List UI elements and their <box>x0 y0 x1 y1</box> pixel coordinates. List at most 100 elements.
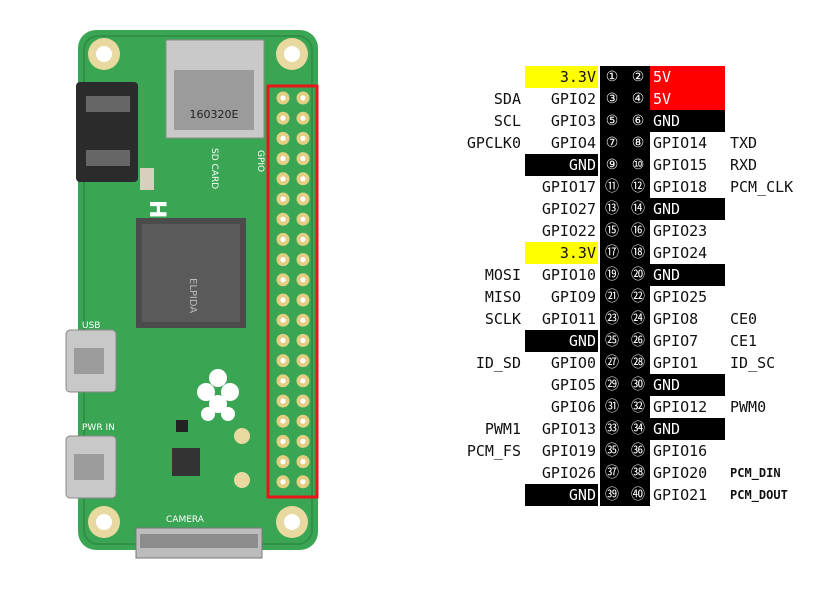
pin-function-right <box>730 66 826 88</box>
pin-number-left: ㉝ <box>605 421 619 437</box>
pin-name-left: 3.3V <box>525 66 598 88</box>
pin-name-right: GND <box>650 374 725 396</box>
pin-number-right: ㉘ <box>631 355 645 371</box>
header-pad-hole <box>280 358 286 364</box>
pin-name-right: 5V <box>650 66 725 88</box>
pin-name-right: GPIO12 <box>650 396 725 418</box>
pin-name-right: GPIO21 <box>650 484 725 506</box>
header-pad-hole <box>300 236 306 242</box>
gpio-header-highlight <box>266 84 319 499</box>
pin-function-left <box>440 330 521 352</box>
pin-function-left: GPCLK0 <box>466 134 521 152</box>
pin-number-right: ⑳ <box>631 267 645 283</box>
pin-name-left: GPIO17 <box>525 176 598 198</box>
pin-number-right: ② <box>631 69 645 85</box>
pin-number-left: ㉗ <box>605 355 619 371</box>
header-pad-hole <box>280 317 286 323</box>
sd-date-text: 160320E <box>190 108 239 121</box>
pin-function-left <box>440 396 521 418</box>
pin-number-left: ㉑ <box>605 289 619 305</box>
pin-name-right: GPIO25 <box>650 286 725 308</box>
pin-name-right: GPIO15 <box>650 154 725 176</box>
pin-number-left: ③ <box>605 91 619 107</box>
header-pad-hole <box>300 418 306 424</box>
header-pad-hole <box>300 135 306 141</box>
pin-number-left: ㉕ <box>605 333 619 349</box>
header-pad-hole <box>280 135 286 141</box>
pin-number-right: ④ <box>631 91 645 107</box>
pin-name-left: 3.3V <box>525 242 598 264</box>
header-pad-hole <box>280 236 286 242</box>
header-pad-hole <box>300 438 306 444</box>
header-pad-hole <box>280 479 286 485</box>
pin-number-left: ⑤ <box>605 113 619 129</box>
pin-function-right: CE0 <box>730 310 758 328</box>
pin-name-right: GPIO16 <box>650 440 725 462</box>
pin-name-left: GND <box>525 484 598 506</box>
pin-name-left: GPIO27 <box>525 198 598 220</box>
pin-function-left: MOSI <box>484 266 521 284</box>
pin-number-left: ㉟ <box>605 443 619 459</box>
header-pad-hole <box>280 176 286 182</box>
pin-function-left: MISO <box>484 288 521 306</box>
header-pad-hole <box>300 398 306 404</box>
pin-name-right: GPIO24 <box>650 242 725 264</box>
pin-number-left: ⑬ <box>605 201 619 217</box>
header-pad-hole <box>280 398 286 404</box>
header-pad-hole <box>280 257 286 263</box>
pin-name-left: GPIO26 <box>525 462 598 484</box>
pin-function-right <box>730 110 826 132</box>
header-pad-hole <box>280 115 286 121</box>
pin-number-right: ⑥ <box>631 113 645 129</box>
pin-function-right <box>730 198 826 220</box>
pin-function-right: PWM0 <box>730 398 767 416</box>
header-pad-hole <box>280 418 286 424</box>
pin-number-right: ⑩ <box>631 157 645 173</box>
pin-function-right: TXD <box>730 134 758 152</box>
pin-name-left: GPIO10 <box>525 264 598 286</box>
pin-number-right: ⑭ <box>631 201 645 217</box>
chip-text: ELPIDA <box>187 278 198 313</box>
header-pad-hole <box>300 216 306 222</box>
pin-function-left <box>440 462 521 484</box>
pin-function-left <box>440 176 521 198</box>
pin-function-left: SCLK <box>484 310 521 328</box>
pin-function-left <box>440 242 521 264</box>
pin-function-right <box>730 286 826 308</box>
pin-name-right: GPIO20 <box>650 462 725 484</box>
pin-function-left <box>440 154 521 176</box>
pin-name-left: GPIO3 <box>525 110 598 132</box>
raspberry-pi-zero-board: 160320E HDMI SD CARD GPIO ELPIDA USB PWR… <box>65 30 319 559</box>
header-pad-hole <box>300 459 306 465</box>
header-pad-hole <box>280 156 286 162</box>
pin-name-left: GPIO9 <box>525 286 598 308</box>
pin-function-right <box>730 374 826 396</box>
pin-name-right: 5V <box>650 88 725 110</box>
header-pad-hole <box>300 156 306 162</box>
pin-function-right <box>730 418 826 440</box>
pin-number-right: ㊱ <box>631 443 645 459</box>
header-pad-hole <box>300 337 306 343</box>
pin-number-strip <box>600 66 650 506</box>
sd-label: SD CARD <box>209 148 219 189</box>
pin-number-right: ㊵ <box>631 487 645 503</box>
pin-number-right: ㉜ <box>631 399 645 415</box>
pin-function-right: CE1 <box>730 332 758 350</box>
usb-label: USB <box>82 321 100 331</box>
pin-name-left: GPIO13 <box>525 418 598 440</box>
